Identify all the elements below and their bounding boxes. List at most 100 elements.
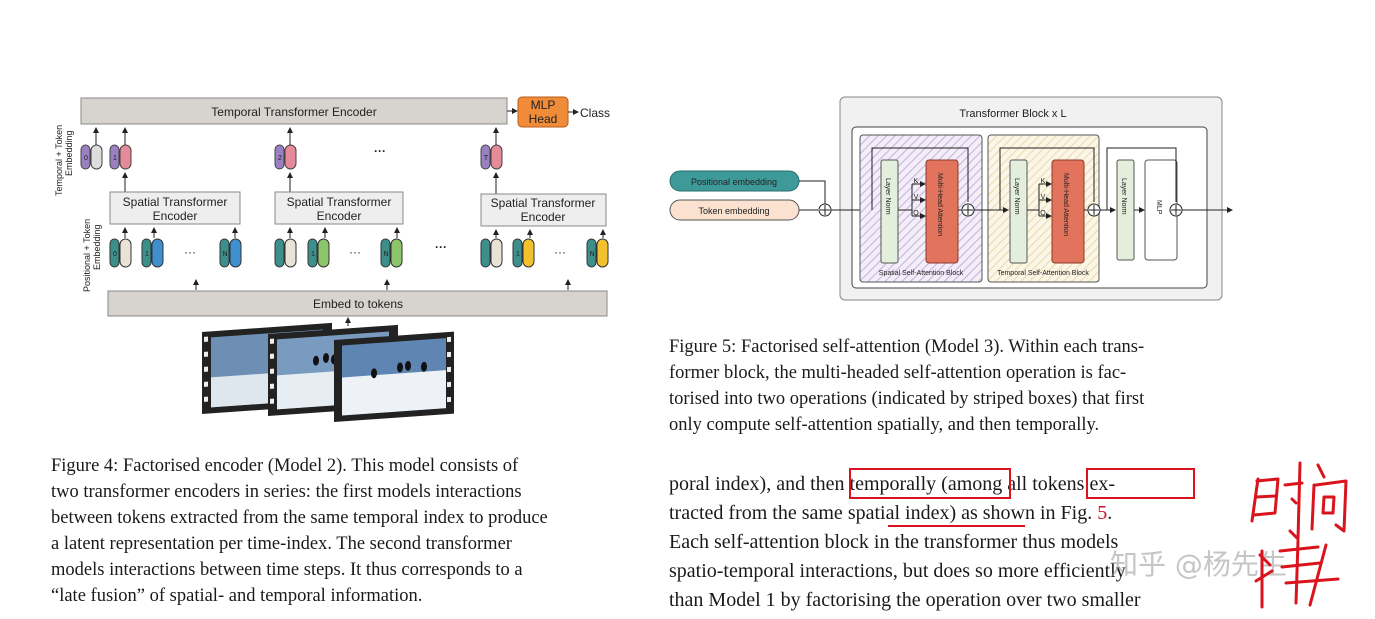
svg-text:K: K — [1041, 178, 1046, 185]
figure-5-reference-link[interactable]: 5 — [1097, 502, 1108, 524]
figure5-diagram: Transformer Block x L Positional embeddi… — [669, 96, 1233, 301]
positional-embedding-label: Positional embedding — [691, 177, 777, 187]
pos-token-0: 0 — [113, 251, 117, 258]
figure5-caption: Figure 5: Factorised self-attention (Mod… — [669, 334, 1235, 438]
annotation-box-then-temporally — [849, 468, 1011, 499]
layer-norm-3-label: Layer Norm — [1120, 178, 1127, 215]
temporal-block-label: Temporal Self-Attention Block — [997, 270, 1089, 277]
spatial-encoder-1: Spatial Transformer Encoder — [109, 191, 241, 225]
svg-text:Q: Q — [1040, 210, 1046, 217]
positional-token-row-3 — [480, 238, 609, 268]
figure4-caption-line: between tokens extracted from the same t… — [51, 508, 548, 528]
annotation-underline-spatial-index — [888, 525, 1025, 527]
spatial-encoder-2: Spatial Transformer Encoder — [274, 191, 404, 225]
figure5-caption-line: torised into two operations (indicated b… — [669, 389, 1145, 409]
row3-ellipsis: ··· — [554, 245, 566, 259]
spatial-encoder-3: Spatial Transformer Encoder — [480, 193, 607, 227]
axis-label-positional-1: Positional + Token — [82, 219, 92, 292]
body-text-segment: ) as shown in Fig. — [949, 502, 1098, 524]
body-line-1: poral index), and then temporally (among… — [669, 470, 1235, 499]
mid-ellipsis: ··· — [435, 240, 447, 254]
mlp-label: MLP — [1155, 200, 1162, 215]
svg-text:Encoder: Encoder — [317, 209, 362, 223]
pos-token-N-2: N — [383, 251, 388, 258]
svg-text:V: V — [1041, 194, 1046, 201]
svg-text:Encoder: Encoder — [521, 210, 566, 224]
figure4-caption-line: a latent representation per time-index. … — [51, 534, 512, 554]
figure4-diagram: Temporal Transformer Encoder MLP Head Cl… — [54, 96, 610, 422]
temporal-encoder-label: Temporal Transformer Encoder — [211, 105, 376, 119]
token-embedding-label: Token embedding — [698, 206, 769, 216]
embed-box — [107, 290, 608, 317]
axis-label-positional-2: Embedding — [92, 224, 102, 270]
positional-token-row-1 — [109, 238, 242, 268]
figure5-flow — [871, 147, 1233, 219]
body-line-4: spatio-temporal interactions, but does s… — [669, 560, 1126, 582]
embed-arrows — [193, 279, 571, 326]
body-text-segment: poral index), and — [669, 473, 811, 495]
layer-norm-1 — [880, 159, 899, 264]
video-frames — [202, 322, 454, 422]
body-line-2: tracted from the same spatial index) as … — [669, 499, 1235, 528]
body-text-segment: (among — [936, 473, 1008, 495]
body-text-segment: tracted from the same — [669, 502, 848, 524]
pos-token-1-3: 1 — [516, 251, 520, 258]
row2-ellipsis: ··· — [349, 245, 361, 259]
spatial-arrows — [122, 227, 606, 238]
layer-norm-1-label: Layer Norm — [884, 178, 891, 215]
mlp-head-label-1: MLP — [531, 98, 556, 112]
body-text-segment: . — [1107, 502, 1113, 524]
svg-text:Q: Q — [913, 210, 919, 217]
mlp-head-label-2: Head — [529, 112, 558, 126]
positional-token-row-2 — [274, 238, 403, 268]
figure5-caption-line: former block, the multi-headed self-atte… — [669, 363, 1127, 383]
svg-text:K: K — [914, 178, 919, 185]
figure5-caption-line: only compute self-attention spatially, a… — [669, 415, 1100, 435]
class-label: Class — [580, 106, 610, 120]
body-line-5: than Model 1 by factorising the operatio… — [669, 589, 1141, 611]
axis-label-temporal-2: Embedding — [64, 130, 74, 176]
figure4-caption-line: two transformer encoders in series: the … — [51, 482, 522, 502]
layer-norm-2 — [1009, 159, 1028, 264]
mha-1-label: Multi-Head Attention — [936, 173, 943, 236]
temporal-encoder-box — [80, 97, 508, 125]
token-label-1: 1 — [113, 155, 117, 162]
figure4-caption-line: “late fusion” of spatial- and temporal i… — [51, 586, 423, 606]
figure5-caption-line: Figure 5: Factorised self-attention (Mod… — [669, 337, 1145, 357]
spatial-block-label: Spatial Self-Attention Block — [879, 270, 964, 277]
svg-text:Spatial Transformer: Spatial Transformer — [287, 195, 392, 209]
figure4-caption-line: models interactions between time steps. … — [51, 560, 523, 580]
highlight-all-tokens: all tokens — [1007, 473, 1085, 495]
pos-token-N-3: N — [589, 251, 594, 258]
annotation-box-all-tokens — [1086, 468, 1195, 499]
svg-text:Spatial Transformer: Spatial Transformer — [123, 195, 228, 209]
temporal-token-row — [80, 144, 503, 170]
kqv-1: K V Q — [913, 178, 919, 217]
top-ellipsis: ··· — [374, 144, 386, 158]
body-text: poral index), and then temporally (among… — [669, 470, 1235, 615]
axis-label-temporal-1: Temporal + Token — [54, 125, 64, 196]
embed-label: Embed to tokens — [313, 297, 403, 311]
pos-token-1: 1 — [145, 251, 149, 258]
kqv-2: K V Q — [1040, 178, 1046, 217]
underline-spatial-index: spatial index — [847, 502, 950, 524]
figure4-caption: Figure 4: Factorised encoder (Model 2). … — [51, 453, 616, 609]
svg-text:Encoder: Encoder — [153, 209, 198, 223]
token-label-0: 0 — [84, 155, 88, 162]
mha-2-label: Multi-Head Attention — [1062, 173, 1069, 236]
highlight-then-temporally: then temporally — [810, 473, 937, 495]
mha-1 — [925, 159, 959, 264]
watermark-text: 知乎 @杨先生 — [1110, 548, 1287, 581]
temporal-arrows — [93, 127, 499, 194]
layer-norm-2-label: Layer Norm — [1013, 178, 1020, 215]
row1-ellipsis: ··· — [184, 245, 196, 259]
token-label-T: T — [484, 155, 489, 162]
handwritten-note — [1250, 461, 1348, 609]
token-label-2: 2 — [278, 155, 282, 162]
pos-token-1-2: 1 — [311, 251, 315, 258]
svg-text:V: V — [914, 194, 919, 201]
body-line-3: Each self-attention block in the transfo… — [669, 531, 1119, 553]
pos-token-N: N — [222, 251, 227, 258]
mha-2 — [1051, 159, 1085, 264]
body-text-segment: ex- — [1084, 473, 1116, 495]
